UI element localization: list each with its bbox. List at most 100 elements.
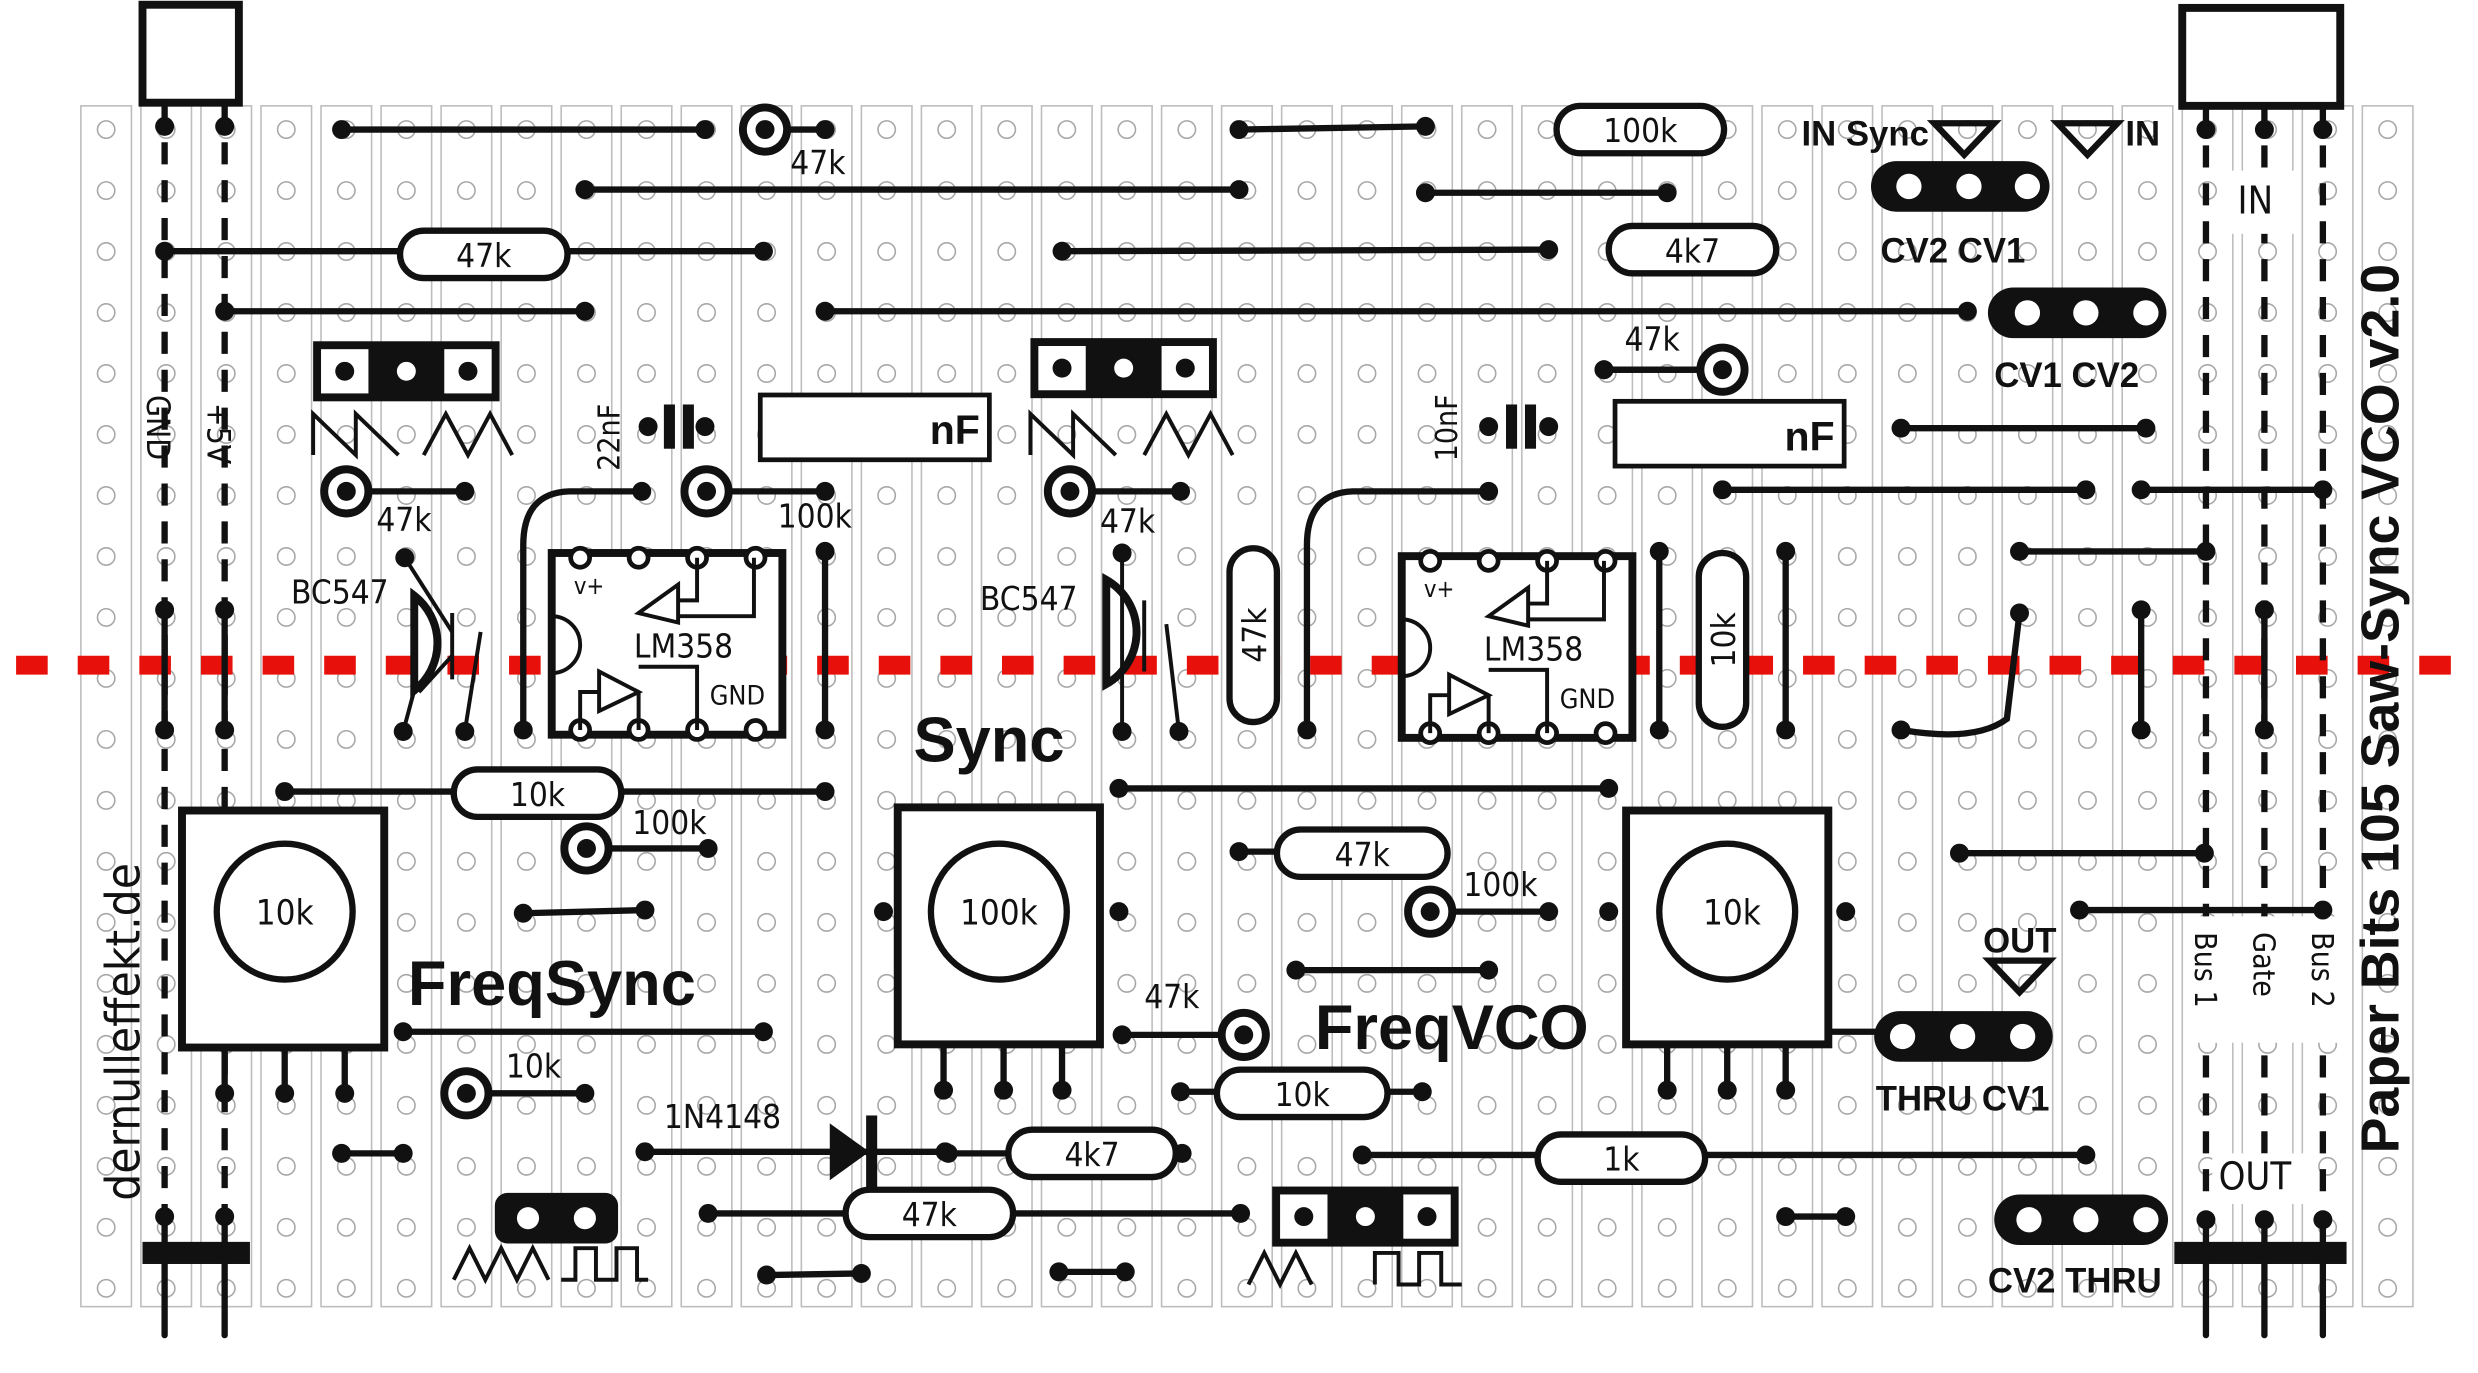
svg-text:BC547: BC547 [291, 573, 389, 612]
resistor-r1: 47k [396, 227, 571, 282]
pot-freqsync[interactable]: 10k [178, 806, 389, 1103]
resistor-r9: 47k [842, 1186, 1017, 1241]
svg-text:22nF: 22nF [593, 404, 628, 471]
resistor-r7: 10k [1213, 1066, 1391, 1121]
svg-text:47k: 47k [902, 1195, 958, 1234]
power-header-top [138, 0, 243, 107]
capacitor-c4: nF [1612, 398, 1847, 469]
bus-out-label: OUT [2219, 1155, 2292, 1199]
svg-text:47k: 47k [1235, 607, 1274, 663]
jack-in-sync: IN Sync [1801, 115, 2002, 160]
resistor-r8: 4k7 [1005, 1126, 1179, 1181]
svg-text:10k: 10k [1703, 893, 1762, 933]
bus2-label: Bus 2 [2304, 932, 2339, 1007]
svg-text:47k: 47k [1335, 835, 1391, 874]
svg-text:47k: 47k [1625, 320, 1681, 359]
selector-cv2-cv1[interactable]: CV2 CV1 [1870, 161, 2050, 270]
gnd-label: GND [139, 395, 175, 460]
svg-text:CV1 CV2: CV1 CV2 [1994, 357, 2139, 395]
svg-text:47k: 47k [376, 500, 432, 539]
in-sync-label: IN Sync [1801, 115, 1928, 153]
board-title: Paper Bits 105 Saw-Sync VCO v2.0 [2351, 264, 2411, 1154]
trimmer-3[interactable]: 100k [680, 465, 853, 536]
trimmer-2[interactable]: 47k [320, 465, 475, 539]
capacitor-c1: 22nF [593, 404, 715, 471]
switch-waveform-1[interactable] [311, 341, 514, 460]
trimmer-1[interactable]: 47k [738, 103, 846, 182]
resistor-r2: 10k [450, 766, 625, 821]
pot-freqvco[interactable]: 10k [1599, 806, 1856, 1100]
capacitor-c2: 10nF [1430, 394, 1559, 461]
freqsync-label: FreqSync [408, 949, 696, 1019]
jack-in: IN [2050, 115, 2160, 160]
selector-thru-cv1[interactable]: THRU CV1 [1874, 1011, 2053, 1119]
svg-text:nF: nF [1784, 413, 1834, 459]
svg-text:10k: 10k [1704, 612, 1743, 668]
svg-text:IN: IN [2125, 115, 2160, 153]
jack-out: OUT [1982, 923, 2057, 997]
selector-cv2-thru[interactable]: CV2 THRU [1988, 1194, 2169, 1300]
freqvco-label: FreqVCO [1315, 993, 1589, 1063]
resistor-r10: 1k [1534, 1131, 1709, 1185]
switch-waveform-2[interactable] [1028, 338, 1235, 460]
resistor-r11: 47k [1273, 826, 1451, 881]
svg-text:LM358: LM358 [1484, 629, 1583, 668]
svg-text:100k: 100k [1603, 111, 1678, 150]
svg-text:10k: 10k [1275, 1075, 1331, 1114]
website-label: dernulleffekt.de [96, 863, 151, 1201]
bus-header-bottom [2174, 1241, 2347, 1264]
trimmer-8[interactable]: 10k [440, 1047, 595, 1120]
svg-text:100k: 100k [778, 497, 853, 536]
trimmer-7[interactable]: 100k [1404, 865, 1559, 938]
svg-text:100k: 100k [1463, 865, 1538, 904]
resistor-r3: 100k [1553, 102, 1728, 157]
capacitor-c3: nF [757, 392, 992, 463]
svg-text:GND: GND [710, 681, 765, 712]
svg-text:nF: nF [930, 407, 980, 453]
bus1-label: Bus 1 [2187, 932, 2222, 1007]
power-header-bottom [142, 1241, 250, 1264]
bus-in-label: IN [2238, 178, 2274, 222]
svg-text:BC547: BC547 [980, 579, 1078, 618]
svg-text:4k7: 4k7 [1665, 231, 1720, 270]
svg-text:THRU CV1: THRU CV1 [1876, 1081, 2050, 1119]
svg-text:OUT: OUT [1983, 923, 2056, 961]
trimmer-5[interactable]: 47k [1594, 320, 1749, 396]
svg-text:100k: 100k [960, 893, 1039, 933]
diode-1n4148: 1N4148 [635, 1097, 955, 1189]
svg-text:47k: 47k [1144, 977, 1200, 1016]
pot-sync[interactable]: 100k [874, 803, 1129, 1100]
svg-text:CV2 CV1: CV2 CV1 [1880, 232, 2025, 270]
trimmer-9[interactable]: 47k [1112, 977, 1270, 1061]
svg-text:10k: 10k [256, 893, 315, 933]
resistor-r5: 47k [1226, 545, 1281, 726]
svg-text:10nF: 10nF [1430, 394, 1465, 461]
trimmer-6[interactable]: 100k [560, 803, 718, 875]
svg-text:47k: 47k [790, 143, 846, 182]
svg-text:47k: 47k [456, 236, 512, 275]
svg-text:47k: 47k [1100, 501, 1156, 540]
switch-waveform-3[interactable] [1246, 1186, 1462, 1289]
switch-waveform-4[interactable] [451, 1192, 649, 1285]
svg-text:v+: v+ [574, 572, 604, 600]
trimmer-4[interactable]: 47k [1043, 465, 1191, 540]
transistor-q2: BC547 [980, 543, 1189, 742]
svg-text:GND: GND [1560, 684, 1615, 715]
transistor-q1: BC547 [291, 548, 483, 742]
sync-label: Sync [914, 706, 1065, 776]
gate-label: Gate [2245, 932, 2280, 997]
svg-text:v+: v+ [1424, 575, 1454, 603]
svg-text:4k7: 4k7 [1064, 1135, 1119, 1174]
resistor-r4: 4k7 [1605, 222, 1780, 277]
svg-text:1N4148: 1N4148 [664, 1097, 781, 1136]
svg-text:10k: 10k [506, 1047, 562, 1086]
svg-text:100k: 100k [632, 803, 707, 842]
svg-text:LM358: LM358 [634, 626, 733, 665]
resistor-r6: 10k [1695, 549, 1750, 730]
svg-text:10k: 10k [510, 775, 566, 814]
bus-header-top [2178, 3, 2345, 110]
selector-cv1-cv2[interactable]: CV1 CV2 [1987, 287, 2167, 396]
